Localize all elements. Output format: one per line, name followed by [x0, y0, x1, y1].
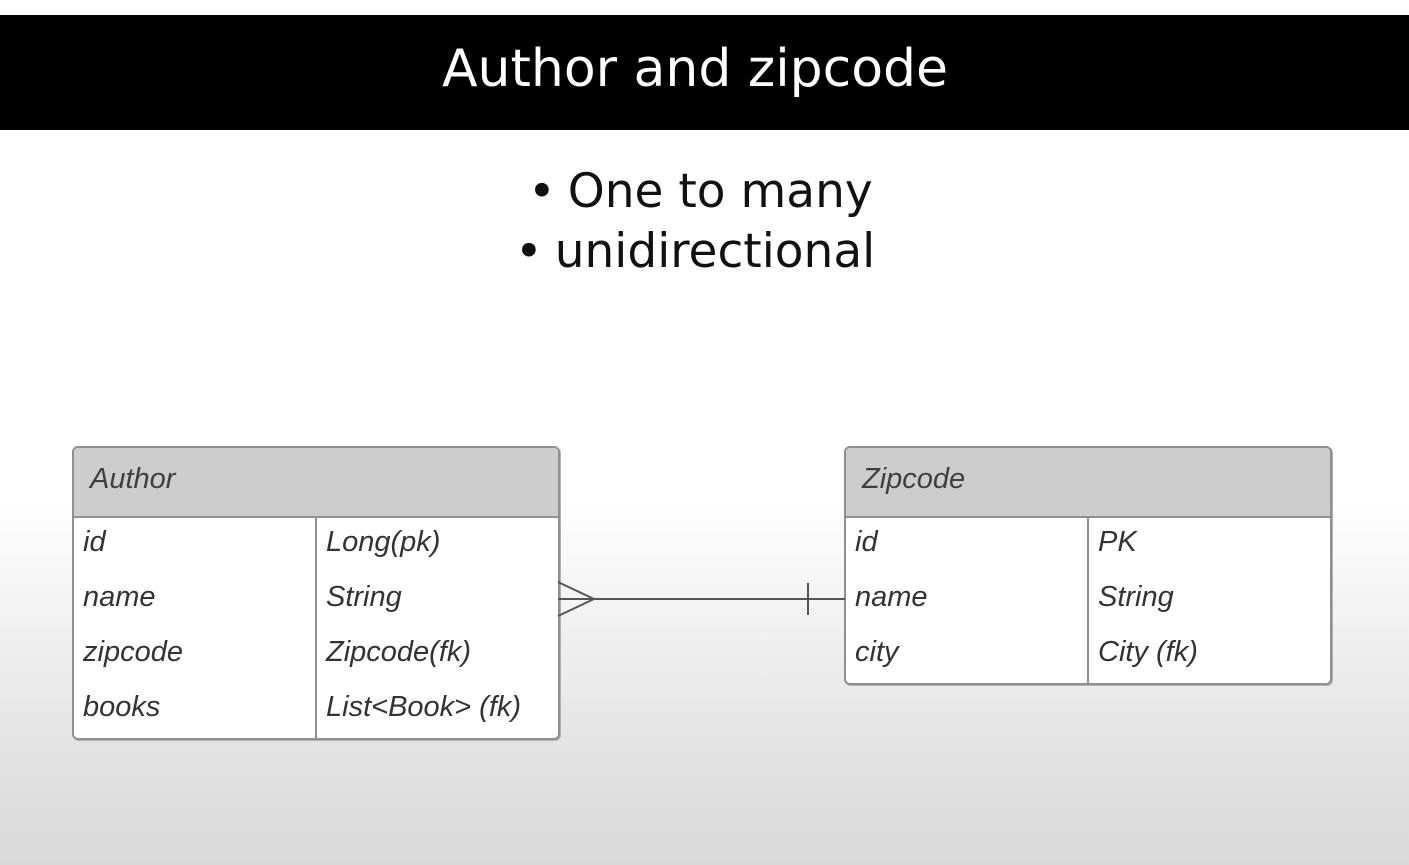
field-name: id — [83, 526, 106, 558]
field-name: name — [83, 581, 156, 613]
bullet-text: unidirectional — [554, 224, 876, 279]
title-bar: Author and zipcode — [0, 15, 1409, 130]
crows-foot-many-icon — [557, 581, 595, 617]
field-name: name — [855, 581, 928, 613]
top-margin — [0, 0, 1409, 15]
slide-title: Author and zipcode — [441, 39, 949, 99]
field-name: zipcode — [83, 636, 183, 668]
entity-zipcode: Zipcode id PK name String city City (fk) — [844, 446, 1332, 685]
bullet-text: One to many — [567, 164, 873, 219]
entity-header: Author — [74, 448, 558, 518]
entity-header: Zipcode — [846, 448, 1330, 518]
field-type: PK — [1098, 526, 1137, 558]
field-type: Zipcode(fk) — [326, 636, 472, 668]
field-name: id — [855, 526, 878, 558]
field-name: city — [855, 636, 899, 668]
entity-title: Author — [90, 463, 176, 495]
field-type: List<Book> (fk) — [326, 691, 522, 723]
field-type: String — [326, 581, 402, 613]
bullet-item: •One to many — [528, 163, 873, 221]
bullet-dot-icon: • — [528, 164, 556, 219]
field-type: String — [1098, 581, 1174, 613]
bullet-dot-icon: • — [515, 224, 543, 279]
column-divider — [1087, 518, 1089, 683]
entity-title: Zipcode — [862, 463, 966, 495]
column-divider — [315, 518, 317, 738]
field-type: Long(pk) — [326, 526, 441, 558]
bullet-item: •unidirectional — [515, 223, 875, 281]
entity-author: Author id Long(pk) name String zipcode Z… — [72, 446, 560, 740]
field-type: City (fk) — [1098, 636, 1198, 668]
field-name: books — [83, 691, 161, 723]
